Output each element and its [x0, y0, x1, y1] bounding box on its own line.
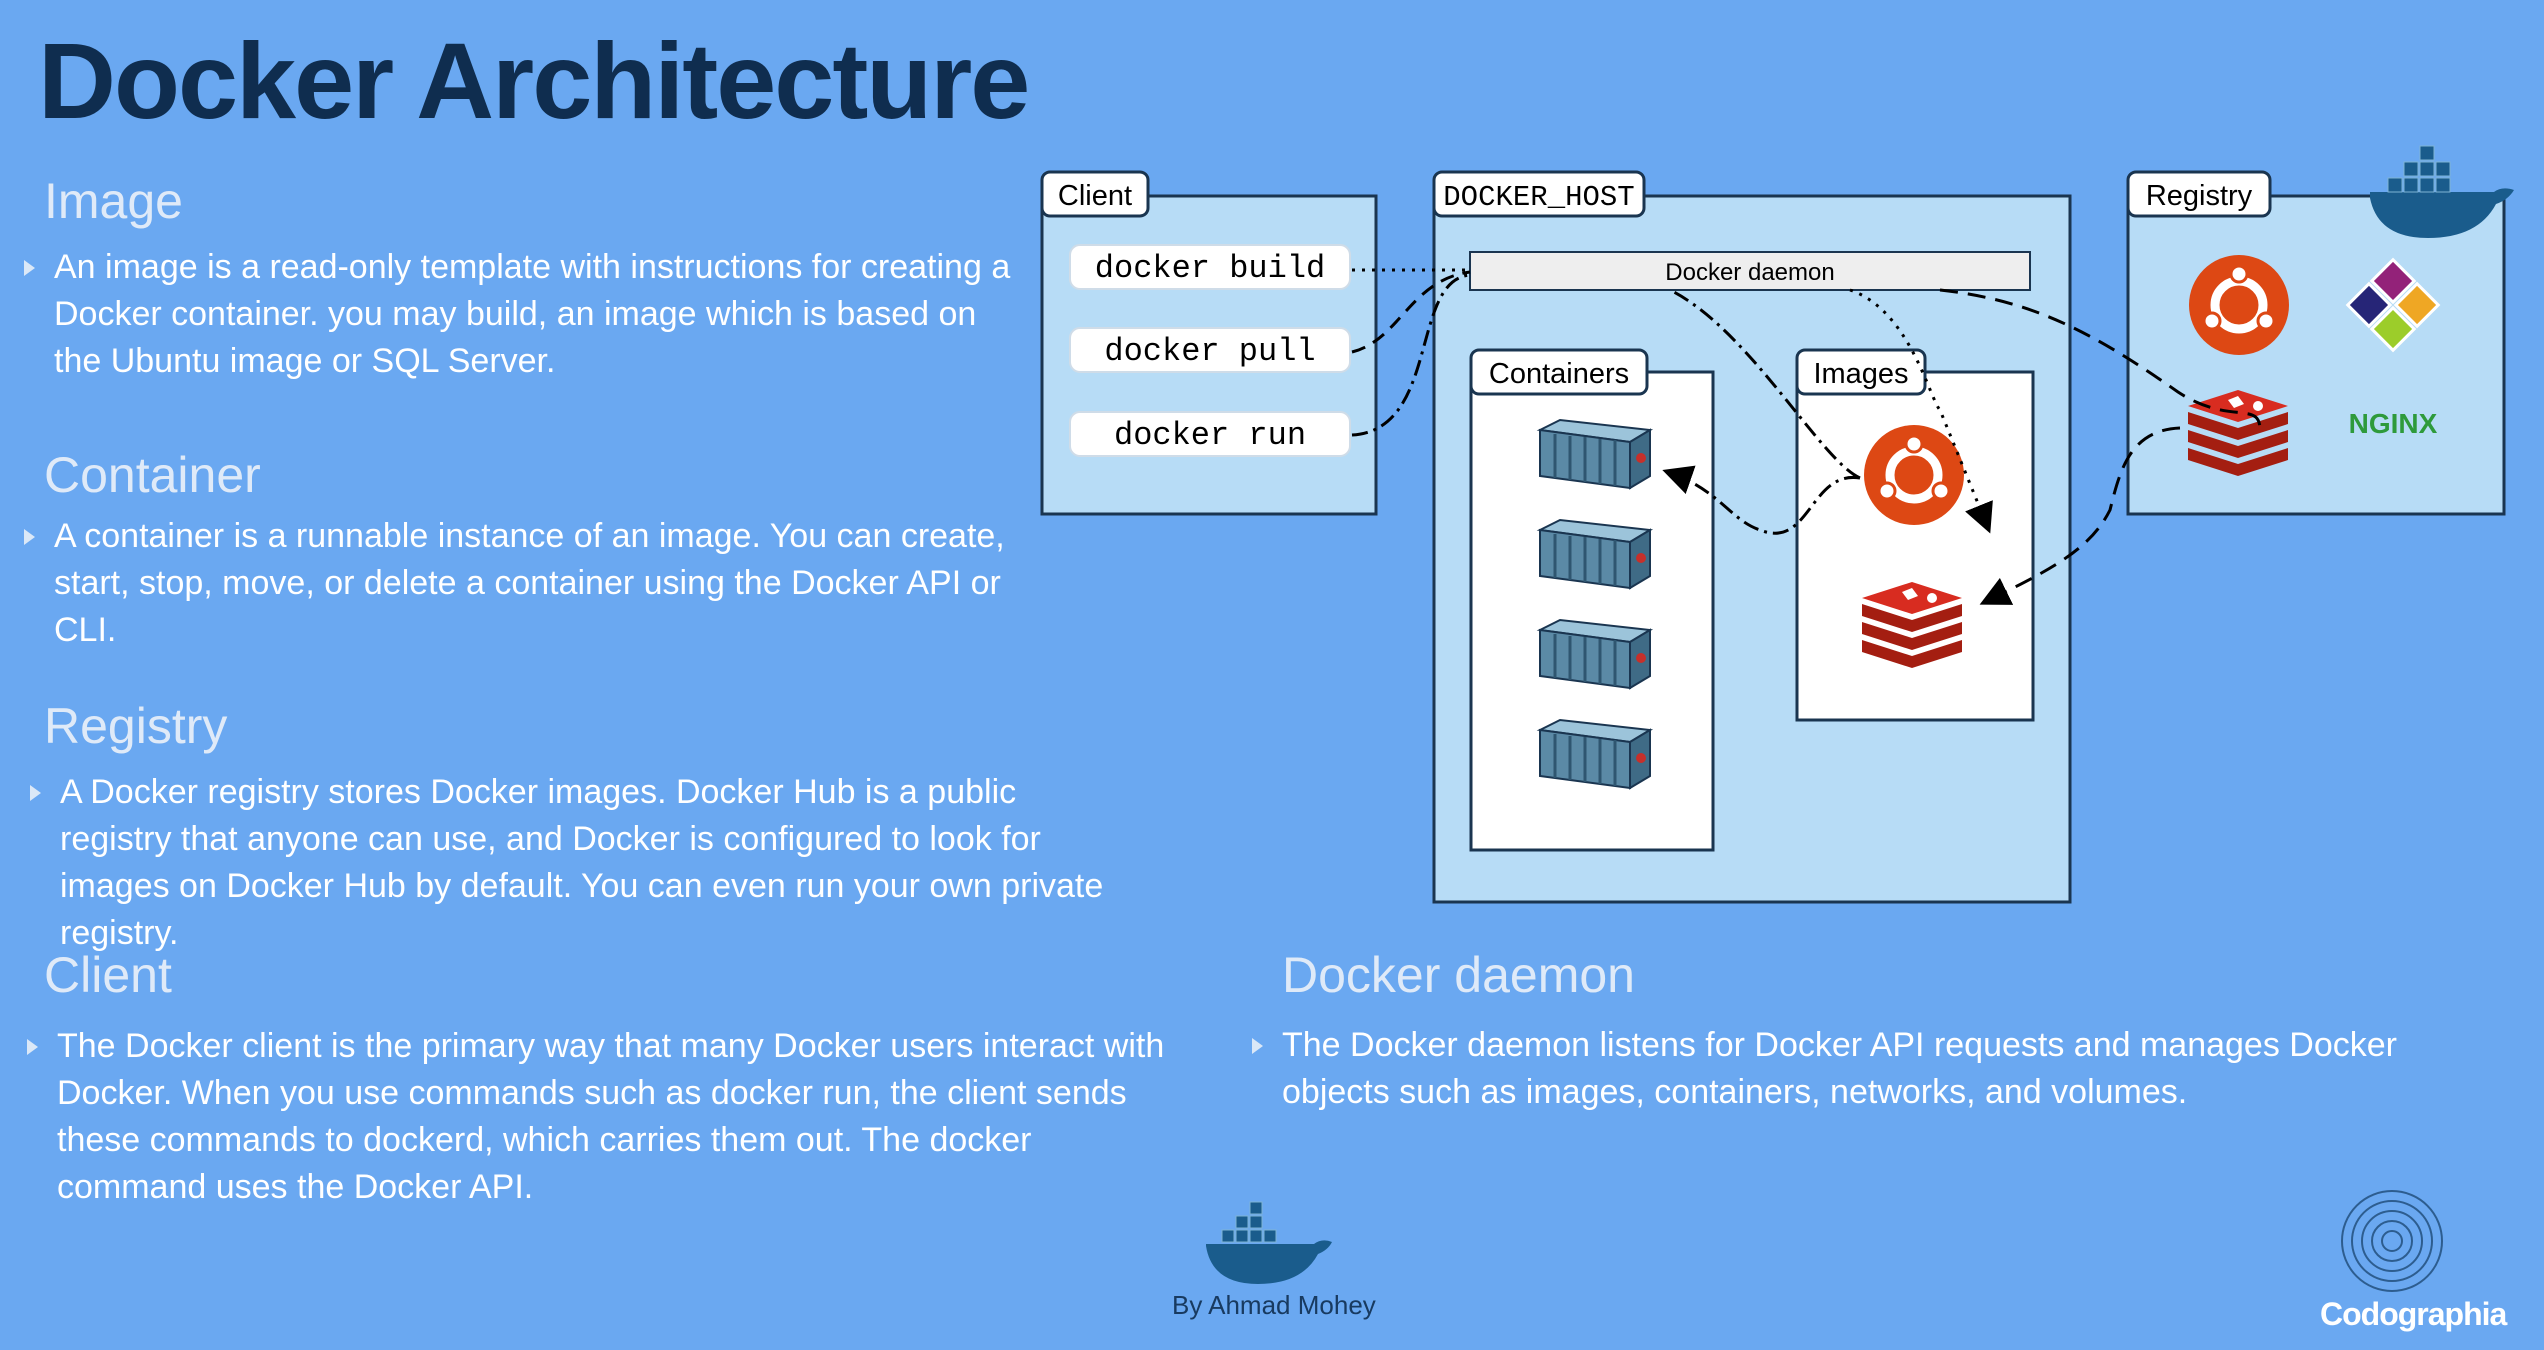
redis-icon — [1862, 582, 1962, 668]
bullet-client: The Docker client is the primary way tha… — [27, 1023, 1187, 1211]
container-icon — [1536, 618, 1654, 690]
bullet-text-registry: A Docker registry stores Docker images. … — [60, 773, 1104, 952]
bullet-image: An image is a read-only template with in… — [24, 244, 1014, 385]
images-panel: Images — [1795, 348, 2035, 722]
connector-run — [1351, 273, 1471, 437]
page-title: Docker Architecture — [38, 20, 1030, 141]
docker-host-label: DOCKER_HOST — [1443, 181, 1634, 214]
ubuntu-icon — [2189, 255, 2289, 355]
docker-whale-icon — [1206, 1201, 1332, 1284]
registry-box: Registry NGINX — [2126, 145, 2514, 516]
client-box-label: Client — [1058, 180, 1132, 212]
section-heading-container: Container — [44, 447, 261, 503]
bullet-text-client: The Docker client is the primary way tha… — [57, 1027, 1165, 1206]
connector-build-image — [1849, 288, 1993, 534]
connector-registry-image — [1979, 426, 2181, 605]
images-label: Images — [1813, 358, 1908, 390]
command-label: docker pull — [1104, 333, 1315, 370]
bullet-text-image: An image is a read-only template with in… — [54, 248, 1011, 380]
container-icon — [1536, 418, 1654, 490]
connector-pull-registry — [1939, 288, 2262, 431]
bullet-text-container: A container is a runnable instance of an… — [54, 517, 1005, 649]
bullet-text-daemon: The Docker daemon listens for Docker API… — [1282, 1026, 2397, 1111]
section-heading-registry: Registry — [44, 698, 228, 754]
author-byline: By Ahmad Mohey — [1172, 1290, 1376, 1320]
docker-daemon-label: Docker daemon — [1665, 259, 1834, 286]
client-box: Client docker build docker pull docker r… — [1040, 170, 1378, 516]
architecture-diagram: Client docker build docker pull docker r… — [1040, 145, 2514, 904]
container-icon — [1536, 518, 1654, 590]
command-label: docker build — [1095, 250, 1325, 287]
docker-daemon-bar: Docker daemon — [1469, 251, 2031, 291]
docker-whale-icon — [2370, 145, 2514, 238]
bullet-marker — [24, 260, 35, 276]
nginx-logo-text: NGINX — [2349, 408, 2438, 439]
connector-pull — [1351, 270, 1471, 354]
section-heading-image: Image — [44, 173, 183, 229]
brand-name: Codographia — [2320, 1296, 2507, 1332]
codographia-logo-icon — [2341, 1190, 2443, 1292]
bullet-marker — [1252, 1038, 1263, 1054]
centos-icon — [2345, 257, 2441, 353]
section-heading-daemon: Docker daemon — [1282, 947, 1635, 1003]
docker-host-box: DOCKER_HOST Docker daemon Containers — [1432, 170, 2072, 904]
bullet-daemon: The Docker daemon listens for Docker API… — [1252, 1022, 2412, 1116]
command-docker-build: docker build — [1069, 244, 1351, 290]
containers-label: Containers — [1489, 358, 1629, 390]
redis-icon — [2188, 390, 2288, 476]
section-heading-client: Client — [44, 947, 172, 1003]
command-label: docker run — [1114, 417, 1306, 454]
registry-box-label: Registry — [2146, 180, 2253, 212]
ubuntu-icon — [1864, 425, 1964, 525]
command-docker-run: docker run — [1069, 411, 1351, 457]
container-icon — [1536, 718, 1654, 790]
containers-panel: Containers — [1469, 348, 1715, 852]
bullet-marker — [30, 785, 41, 801]
bullet-registry: A Docker registry stores Docker images. … — [30, 769, 1120, 957]
connector-run-container — [1668, 288, 1861, 535]
bullet-marker — [24, 529, 35, 545]
command-docker-pull: docker pull — [1069, 327, 1351, 373]
bullet-container: A container is a runnable instance of an… — [24, 513, 1014, 654]
diagram-connectors — [1351, 268, 2262, 605]
bullet-marker — [27, 1039, 38, 1055]
